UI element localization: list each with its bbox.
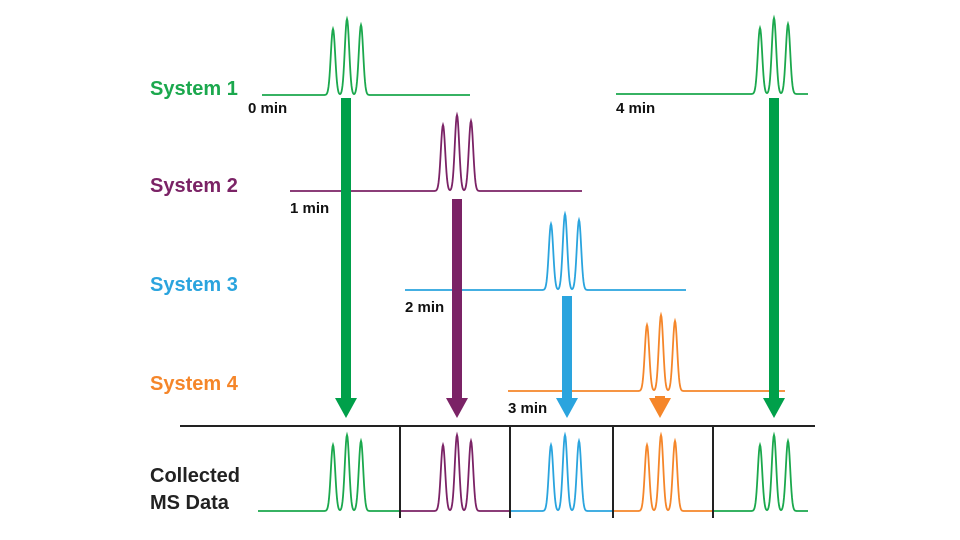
system-3-label: System 3 [150,274,238,296]
collected-segment-system-4 [613,431,713,512]
system-2-start-time: 1 min [290,200,329,217]
system-1-chromatogram [262,15,470,96]
system-1-repeat-transfer-arrow [763,98,785,418]
system-4-start-time: 3 min [508,400,547,417]
system-1-repeat-time: 4 min [616,100,655,117]
collected-segment-system-1-repeat [713,431,808,512]
system-1-transfer-arrow [335,98,357,418]
system-3-chromatogram [405,210,686,291]
system-4-transfer-arrow [649,396,671,418]
collected-label-line1: Collected [150,465,240,487]
collected-label-line2: MS Data [150,492,230,514]
system-1-label: System 1 [150,78,238,100]
system-1-start-time: 0 min [248,100,287,117]
system-3-start-time: 2 min [405,299,444,316]
system-2-transfer-arrow [446,199,468,418]
system-3-transfer-arrow [556,296,578,418]
collected-segment-system-2 [400,431,510,512]
system-2-chromatogram [290,111,582,192]
collected-segment-system-1 [258,431,400,512]
system-2-label: System 2 [150,175,238,197]
collected-segment-system-3 [510,431,613,512]
system-4-label: System 4 [150,373,239,395]
system-1-repeat-chromatogram [616,14,808,95]
system-4-chromatogram [508,311,785,392]
